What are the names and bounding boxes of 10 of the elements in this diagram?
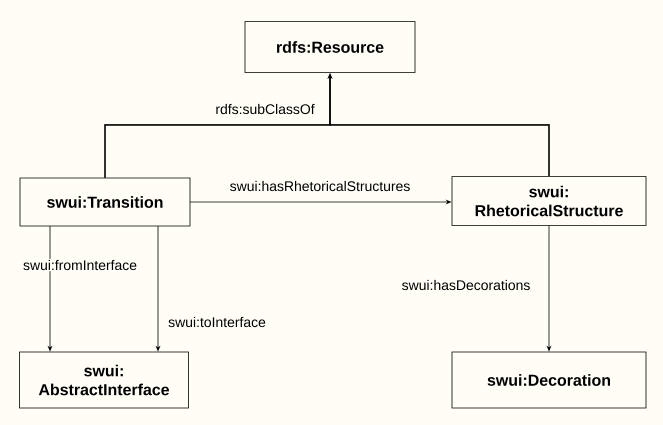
edge-label: swui:toInterface: [167, 316, 267, 328]
edge-label: swui:hasRhetoricalStructures: [228, 180, 412, 192]
edge-label: swui:hasDecorations: [400, 278, 532, 292]
class-box: swui:Transition: [20, 178, 190, 226]
edge-label: rdfs:subClassOf: [214, 102, 316, 116]
edge-label: swui:fromInterface: [22, 258, 138, 272]
class-box: swui: AbstractInterface: [19, 352, 189, 408]
class-box: rdfs:Resource: [244, 21, 416, 73]
class-box: swui: RhetoricalStructure: [452, 176, 646, 226]
class-box: swui:Decoration: [452, 352, 646, 408]
